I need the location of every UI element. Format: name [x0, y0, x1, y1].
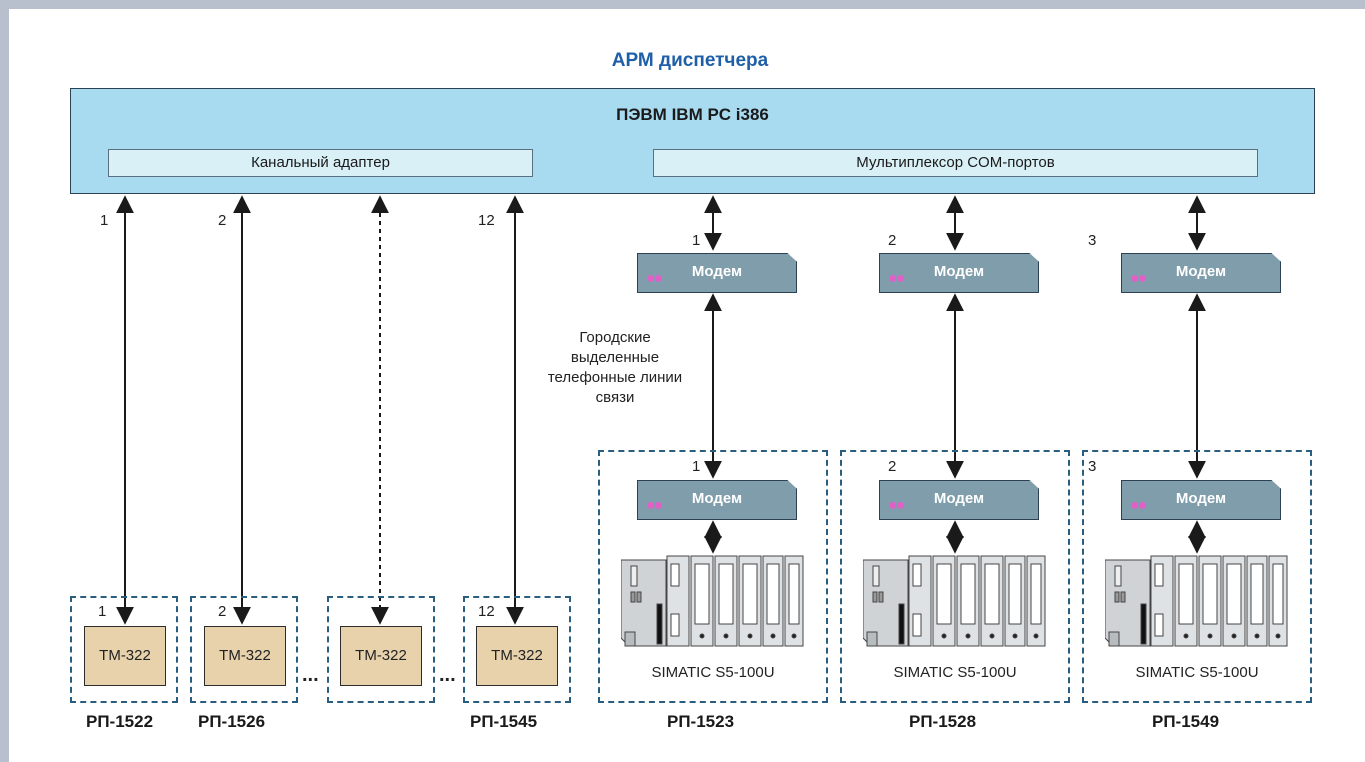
modem-upper-3: ●● Модем — [1121, 253, 1281, 293]
modem-upper-1: ●● Модем — [637, 253, 797, 293]
modem-label: Модем — [1175, 490, 1227, 507]
plc-label: SIMATIC S5-100U — [893, 664, 1017, 681]
note-line-1: Городские — [579, 329, 651, 346]
modem-led-icon: ●● — [646, 497, 663, 514]
tm-322-unit: ТМ-322 — [84, 626, 166, 686]
modem-lower-3: ●● Модем — [1121, 480, 1281, 520]
lower-modem-number-1: 1 — [692, 458, 701, 475]
tm-322-unit: ТМ-322 — [476, 626, 558, 686]
modem-led-icon: ●● — [646, 270, 663, 287]
rp-number-2: 2 — [218, 603, 227, 620]
modem-led-icon: ●● — [1130, 270, 1147, 287]
rp-box-1522 — [70, 596, 178, 703]
rp-label-1545: РП-1545 — [470, 712, 538, 731]
plc-label: SIMATIC S5-100U — [1135, 664, 1259, 681]
lower-modem-number-2: 2 — [888, 458, 897, 475]
rp-box-1545 — [463, 596, 571, 703]
rp-box-n — [327, 596, 435, 703]
channel-adapter-box: Канальный адаптер — [108, 149, 533, 177]
rp-label-1523: РП-1523 — [667, 712, 735, 731]
lower-modem-number-3: 3 — [1088, 458, 1097, 475]
plc-label: SIMATIC S5-100U — [651, 664, 775, 681]
tm-322-unit: ТМ-322 — [340, 626, 422, 686]
modem-lower-2: ●● Модем — [879, 480, 1039, 520]
diagram-title: АРМ диспетчера — [611, 50, 769, 71]
modem-label: Модем — [933, 490, 985, 507]
frame-top-bar — [0, 0, 1365, 9]
plc-rack-icon — [621, 555, 804, 647]
modem-led-icon: ●● — [888, 497, 905, 514]
tm-322-unit: ТМ-322 — [204, 626, 286, 686]
plc-rack-icon — [863, 555, 1046, 647]
note-line-2: выделенные — [570, 349, 660, 366]
ellipsis-separator: ... — [439, 664, 456, 686]
rp-box-1523 — [598, 450, 828, 703]
modem-upper-2: ●● Модем — [879, 253, 1039, 293]
rp-number-12: 12 — [478, 603, 495, 620]
note-line-3: телефонные линии — [547, 369, 683, 386]
channel-number-12: 12 — [478, 212, 495, 229]
rp-label-1522: РП-1522 — [86, 712, 154, 731]
ellipsis-separator: ... — [302, 664, 319, 686]
pc-block: ПЭВМ IBM PC i386 Канальный адаптер Мульт… — [70, 88, 1315, 194]
rp-number-1: 1 — [98, 603, 107, 620]
note-line-4: связи — [595, 389, 635, 406]
modem-label: Модем — [933, 263, 985, 280]
channel-number-2: 2 — [218, 212, 227, 229]
rp-box-1549 — [1082, 450, 1312, 703]
rp-label-1528: РП-1528 — [909, 712, 977, 731]
rp-box-1528 — [840, 450, 1070, 703]
rp-label-1549: РП-1549 — [1152, 712, 1220, 731]
modem-upper-number-2: 2 — [888, 232, 897, 249]
modem-led-icon: ●● — [888, 270, 905, 287]
modem-label: Модем — [691, 490, 743, 507]
rp-box-1526 — [190, 596, 298, 703]
frame-left-bar — [0, 0, 9, 762]
modem-upper-number-3: 3 — [1088, 232, 1097, 249]
modem-upper-number-1: 1 — [692, 232, 701, 249]
modem-label: Модем — [1175, 263, 1227, 280]
modem-label: Модем — [691, 263, 743, 280]
modem-lower-1: ●● Модем — [637, 480, 797, 520]
rp-label-1526: РП-1526 — [198, 712, 266, 731]
plc-rack-icon — [1105, 555, 1288, 647]
phone-lines-note: Городские выделенные телефонные линии св… — [545, 328, 685, 408]
modem-led-icon: ●● — [1130, 497, 1147, 514]
pc-title: ПЭВМ IBM PC i386 — [616, 105, 769, 124]
channel-number-1: 1 — [100, 212, 109, 229]
com-multiplexer-box: Мультиплексор COM-портов — [653, 149, 1258, 177]
